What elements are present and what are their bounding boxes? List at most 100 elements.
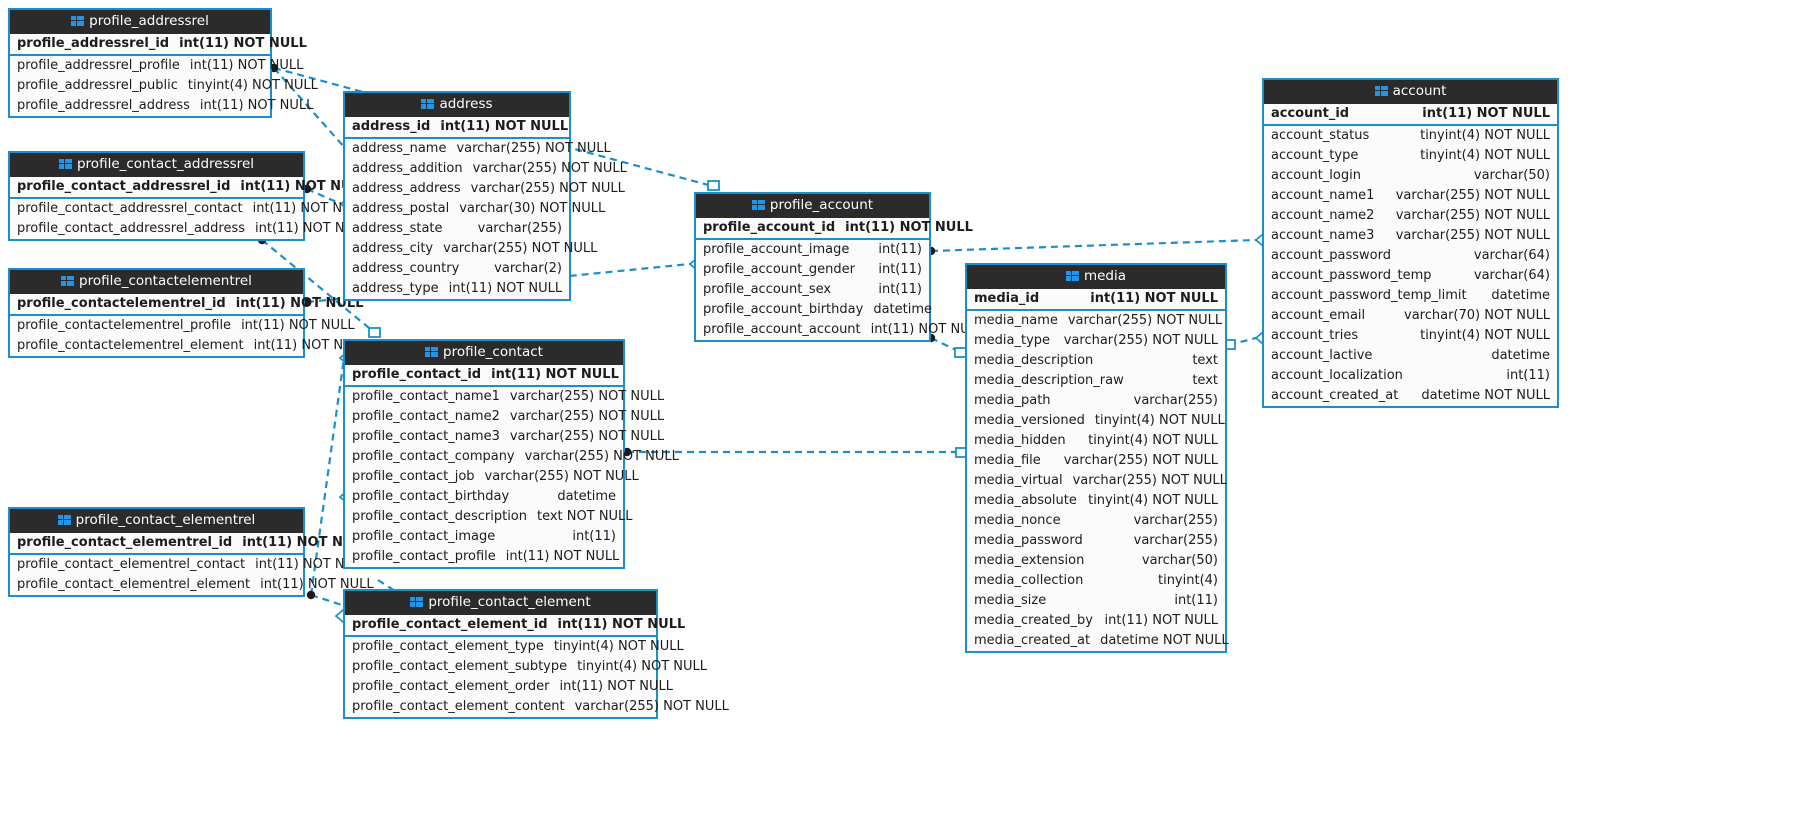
table-title[interactable]: profile_contact_addressrel: [10, 153, 303, 177]
table-title[interactable]: profile_account: [696, 194, 929, 218]
table-title[interactable]: address: [345, 93, 569, 117]
table-title[interactable]: profile_contact_elementrel: [10, 509, 303, 533]
table-title[interactable]: profile_contactelementrel: [10, 270, 303, 294]
table-title[interactable]: profile_contact_element: [345, 591, 656, 615]
table-title[interactable]: account: [1264, 80, 1557, 104]
table-title[interactable]: profile_addressrel: [10, 10, 270, 34]
table-icon: [1374, 86, 1388, 96]
table-title[interactable]: profile_contact: [345, 341, 623, 365]
table-title[interactable]: media: [967, 265, 1225, 289]
column-name: account_tries: [1271, 328, 1359, 343]
